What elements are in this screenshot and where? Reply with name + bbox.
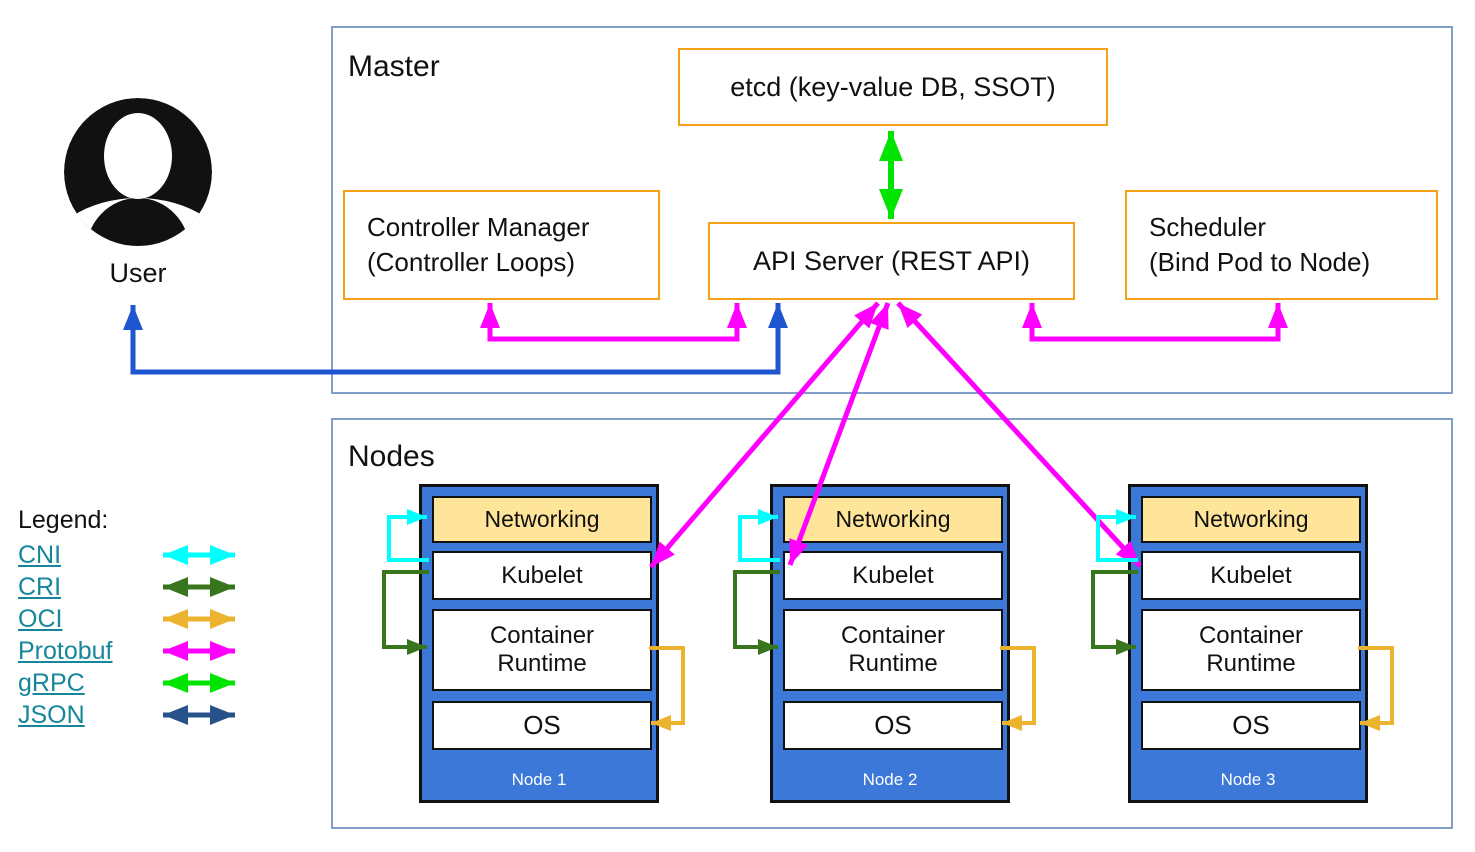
node-2-kubelet-box: Kubelet [783,551,1003,600]
kubelet-label: Kubelet [501,561,583,589]
kubelet-label: Kubelet [852,561,934,589]
json-link[interactable]: JSON [18,700,85,729]
protobuf-link[interactable]: Protobuf [18,636,113,665]
container-runtime-label-line1: Container [489,622,595,650]
legend-title: Legend: [18,506,109,534]
node-1-networking-box: Networking [432,496,652,543]
os-label: OS [1232,709,1270,740]
protobuf-legend-arrow-icon [163,641,235,661]
node-2-os-box: OS [783,701,1003,750]
node-1-kubelet-box: Kubelet [432,551,652,600]
node-3-name: Node 3 [1220,770,1276,789]
node-2-card: Networking Kubelet Container Runtime OS … [770,484,1010,803]
networking-label: Networking [835,506,951,533]
container-runtime-label-line1: Container [840,622,946,650]
node-1-card: Networking Kubelet Container Runtime OS … [419,484,659,803]
node-3-container-runtime-box: Container Runtime [1141,609,1361,691]
legend-row-json: JSON [18,699,255,731]
user-label: User [109,258,167,288]
node-3-card: Networking Kubelet Container Runtime OS … [1128,484,1368,803]
cri-legend-arrow-icon [163,577,235,597]
etcd-label: etcd (key-value DB, SSOT) [730,71,1056,102]
container-runtime-label-line2: Runtime [848,650,938,677]
legend-row-protobuf: Protobuf [18,635,255,667]
oci-link[interactable]: OCI [18,604,63,633]
user-icon [64,98,212,246]
controller-manager-label-line1: Controller Manager [367,211,590,242]
node-2-container-runtime-box: Container Runtime [783,609,1003,691]
node-3-kubelet-box: Kubelet [1141,551,1361,600]
api-server-box: API Server (REST API) [708,222,1075,300]
os-label: OS [874,709,912,740]
cni-link[interactable]: CNI [18,540,62,569]
node-1-name: Node 1 [511,770,567,789]
legend-row-grpc: gRPC [18,667,255,699]
node-3-networking-box: Networking [1141,496,1361,543]
kubelet-label: Kubelet [1210,561,1292,589]
json-legend-arrow-icon [163,705,235,725]
cni-legend-arrow-icon [163,545,235,565]
grpc-legend-arrow-icon [163,673,235,693]
scheduler-label-line2: (Bind Pod to Node) [1149,247,1371,277]
legend-row-oci: OCI [18,603,255,635]
scheduler-box: Scheduler (Bind Pod to Node) [1125,190,1438,300]
grpc-link[interactable]: gRPC [18,668,85,697]
user-icon-head [104,113,172,199]
controller-manager-label-line2: (Controller Loops) [367,247,576,277]
os-label: OS [523,709,561,740]
cri-link[interactable]: CRI [18,572,62,601]
api-server-label: API Server (REST API) [752,245,1031,276]
nodes-section-container [331,418,1453,829]
scheduler-label-line1: Scheduler [1149,211,1267,242]
container-runtime-label-line1: Container [1198,622,1304,650]
legend-row-cri: CRI [18,571,255,603]
node-1-os-box: OS [432,701,652,750]
networking-label: Networking [484,506,600,533]
node-2-name: Node 2 [862,770,918,789]
user-icon-shoulders [86,198,190,246]
master-section-label: Master [348,50,440,83]
legend: Legend: CNI CRI OCI Protobuf gRPC JSON [18,506,255,731]
nodes-section-label: Nodes [348,440,435,473]
legend-row-cni: CNI [18,539,255,571]
master-section-container [331,26,1453,394]
container-runtime-label-line2: Runtime [1206,650,1296,677]
controller-manager-box: Controller Manager (Controller Loops) [343,190,660,300]
node-1-container-runtime-box: Container Runtime [432,609,652,691]
node-3-os-box: OS [1141,701,1361,750]
node-2-networking-box: Networking [783,496,1003,543]
networking-label: Networking [1193,506,1309,533]
etcd-box: etcd (key-value DB, SSOT) [678,48,1108,126]
oci-legend-arrow-icon [163,609,235,629]
container-runtime-label-line2: Runtime [497,650,587,677]
